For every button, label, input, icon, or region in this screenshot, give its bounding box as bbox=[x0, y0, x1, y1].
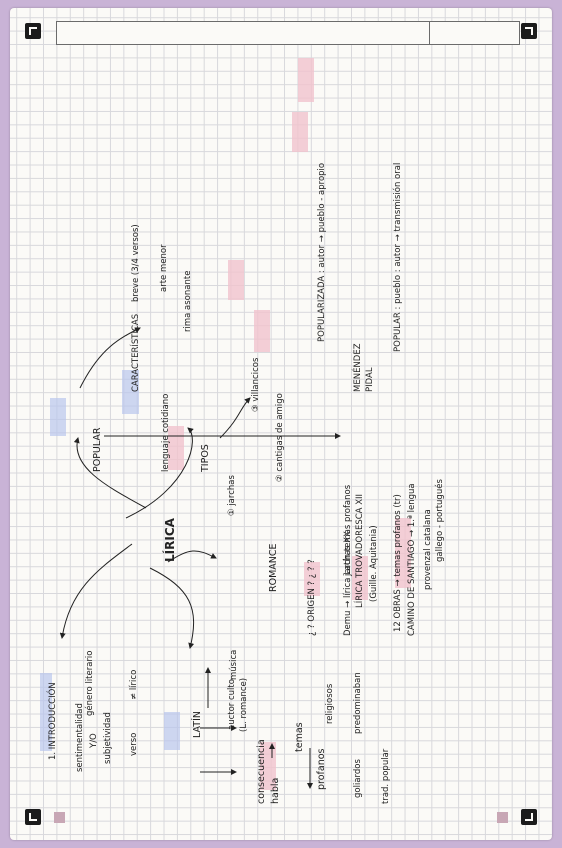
highlight bbox=[122, 370, 139, 414]
romance-paren-text: (L. romance) bbox=[239, 678, 249, 732]
corner-logo-icon bbox=[25, 23, 41, 39]
highlight bbox=[164, 712, 180, 750]
trad-popular-text: trad. popular bbox=[381, 748, 391, 804]
bottom-mark bbox=[497, 812, 508, 823]
camino-text: CAMINO DE SANTIAGO → 1.ª lengua bbox=[407, 483, 417, 636]
header-box bbox=[56, 21, 520, 45]
lirica-trovadoresca-text: LÍRICA TROVADORESCA XII bbox=[353, 494, 365, 608]
subjetividad-text: subjetividad bbox=[103, 712, 113, 764]
arrow-line bbox=[167, 550, 217, 563]
y-o-text: Y/O bbox=[89, 733, 99, 749]
obras-text: 12 OBRAS → temas profanos (tr) bbox=[393, 494, 403, 632]
arrow-line bbox=[73, 437, 147, 509]
popular-heading: POPULAR bbox=[92, 427, 103, 472]
origen-text: ¿ ? ORIGEN ? ¿ ? ? bbox=[307, 559, 317, 636]
gallego-text: gallego - portugués bbox=[434, 479, 445, 562]
highlight bbox=[50, 398, 66, 436]
lenguaje-cotidiano-text: lenguaje cotidiano bbox=[161, 394, 171, 472]
highlight bbox=[168, 426, 184, 470]
corner-logo-icon bbox=[25, 809, 41, 825]
highlight bbox=[254, 310, 270, 352]
popularizada-def-text: POPULARIZADA : autor → pueblo - apropio bbox=[317, 163, 327, 342]
tipos-text: TIPOS bbox=[200, 444, 211, 473]
guille-text: (Guille. Aquitania) bbox=[369, 525, 379, 602]
rima-asonante-text: rima asonante bbox=[183, 271, 193, 332]
villancicos-text: ③ villancicos bbox=[251, 357, 261, 412]
sentimentalidad-text: sentimentalidad bbox=[75, 703, 85, 772]
menendez-text: MENÉNDEZ bbox=[351, 343, 363, 392]
pidal-text: PIDAL bbox=[365, 367, 375, 392]
notes-canvas: 1. INTRODUCCIÓN sentimentalidad Y/O subj… bbox=[40, 58, 445, 804]
romance-heading: ROMANCE bbox=[268, 543, 279, 592]
highlight bbox=[40, 673, 52, 751]
demuestra-text: Demu → lírica Latín temas profanos bbox=[343, 484, 353, 636]
highlight bbox=[228, 260, 244, 300]
arrow-line bbox=[149, 567, 195, 649]
lirica-heading: LÍRICA bbox=[162, 517, 177, 562]
provenzal-text: provenzal catalana bbox=[423, 509, 433, 590]
auctor-culto-text: auctor culto bbox=[227, 679, 237, 730]
predominaban-text: predominaban bbox=[353, 672, 363, 734]
latin-text: LATÍN bbox=[191, 711, 203, 738]
arrow-line bbox=[219, 397, 251, 439]
highlight bbox=[352, 556, 368, 600]
jarchas-xx-text: jarchas XX bbox=[343, 531, 353, 577]
religiosos-text: religiosos bbox=[325, 683, 335, 724]
musica-text: música bbox=[229, 650, 239, 680]
notebook-page: 1. INTRODUCCIÓN sentimentalidad Y/O subj… bbox=[10, 8, 552, 840]
popular-def-text: POPULAR : pueblo : autor → transmisión o… bbox=[392, 163, 403, 352]
header-divider bbox=[429, 22, 430, 44]
temas-text: temas bbox=[294, 722, 305, 752]
arte-menor-text: arte menor bbox=[159, 244, 169, 292]
intro-heading: 1. INTRODUCCIÓN bbox=[46, 682, 58, 760]
jarchas-text: ① jarchas bbox=[227, 475, 237, 516]
no-lirico-text: ≠ lírico bbox=[129, 670, 139, 700]
verso-text: verso bbox=[129, 733, 139, 756]
highlight bbox=[292, 112, 308, 152]
arrow-line bbox=[59, 543, 133, 639]
genero-literario-text: género literario bbox=[84, 651, 95, 717]
goliardos-text: goliardos bbox=[353, 759, 363, 798]
breve-text: breve (3/4 versos) bbox=[131, 224, 141, 302]
caracteristicas-text: CARACTERÍSTICAS bbox=[129, 314, 141, 392]
handwritten-notes: 1. INTRODUCCIÓN sentimentalidad Y/O subj… bbox=[40, 48, 526, 812]
profanos-text: profanos bbox=[316, 748, 327, 790]
highlight bbox=[395, 518, 411, 588]
bottom-mark bbox=[54, 812, 65, 823]
highlight bbox=[304, 562, 320, 596]
corner-logo-icon bbox=[521, 23, 537, 39]
consecuencia-text: consecuencia bbox=[256, 739, 267, 804]
habla-text: habla bbox=[270, 778, 281, 804]
cantigas-text: ② cantigas de amigo bbox=[275, 393, 285, 482]
arrow-line bbox=[79, 327, 141, 389]
highlight bbox=[298, 58, 314, 102]
